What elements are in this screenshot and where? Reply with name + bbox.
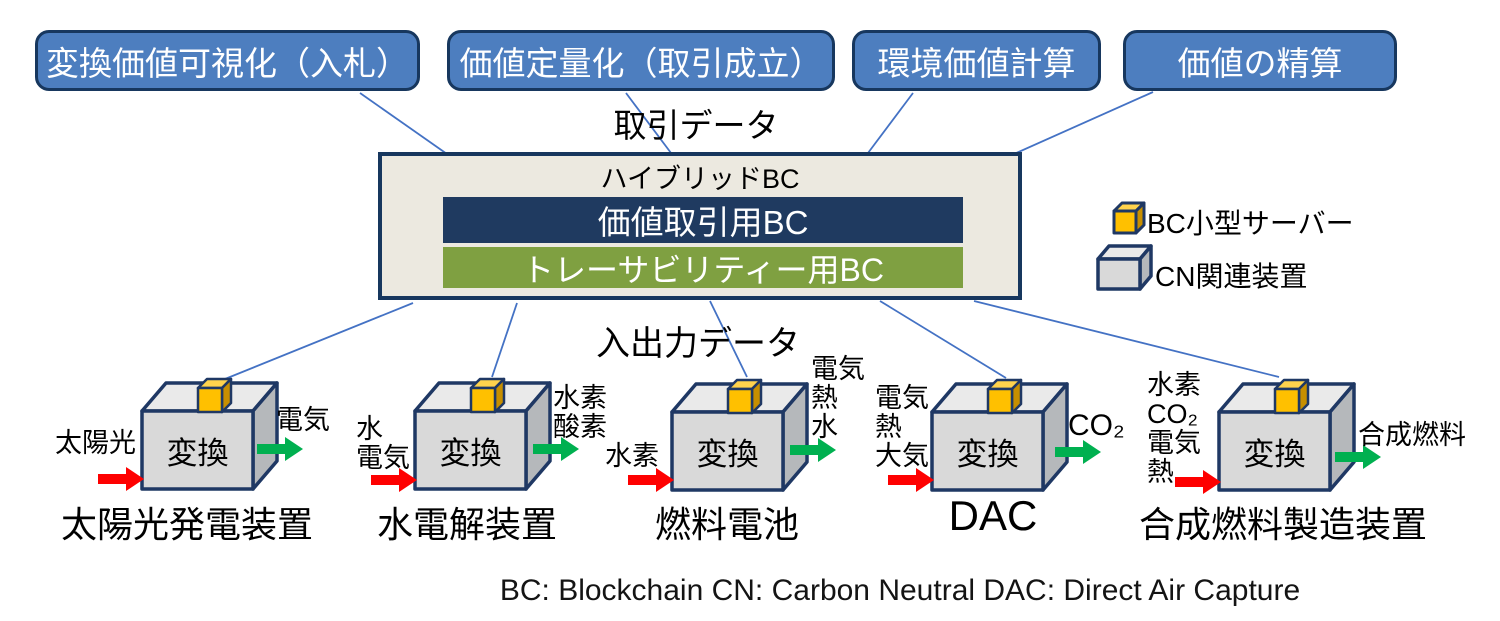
device-output-labels: 電気: [276, 406, 330, 435]
input-label: 電気: [1147, 428, 1201, 458]
device-output-labels: 合成燃料: [1358, 421, 1466, 450]
input-label: 水: [356, 414, 383, 444]
connector-lines-top: [359, 91, 1154, 155]
input-label: CO₂: [1147, 399, 1198, 429]
function-box-settlement: 価値の精算: [1123, 30, 1397, 91]
device-box-synfuel: [1217, 382, 1356, 492]
device-input-labels: 太陽光: [55, 429, 136, 458]
device-box-solar: [140, 381, 279, 491]
function-box-env-value: 環境価値計算: [852, 30, 1101, 91]
device-input-labels: 水 電気: [356, 415, 410, 473]
input-label: 電気: [875, 383, 929, 413]
input-label: 電気: [356, 443, 410, 473]
function-box-label: 価値の精算: [1177, 44, 1343, 82]
bc-server-cube-icon: [196, 377, 233, 414]
function-box-quantification: 価値定量化（取引成立）: [447, 30, 835, 91]
device-input-labels: 水素: [605, 442, 659, 471]
traceability-bc-label: トレーサビリティー用BC: [522, 251, 884, 288]
device-name-electrolysis: 水電解装置: [376, 504, 557, 545]
output-label: 合成燃料: [1358, 420, 1466, 450]
cn-device-box-icon: [1096, 244, 1153, 291]
input-label: 水素: [1147, 370, 1201, 400]
hybrid-bc-title: ハイブリッドBC: [600, 164, 800, 194]
io-data-label: 入出力データ: [596, 325, 800, 363]
connector-lines-bottom: [224, 300, 1280, 380]
output-label: 熱: [811, 383, 838, 413]
bc-server-cube-icon: [1112, 201, 1146, 235]
transaction-data-label: 取引データ: [613, 107, 779, 144]
green-arrow-icon: [533, 437, 579, 461]
device-name-solar: 太陽光発電装置: [60, 504, 313, 545]
red-arrow-icon: [371, 468, 417, 492]
input-label: 熱: [875, 412, 902, 442]
convert-label: 変換: [956, 436, 1019, 472]
green-arrow-icon: [257, 437, 303, 461]
legend-bc-server-label: BC小型サーバー: [1147, 208, 1354, 239]
abbreviation-footnote: BC: Blockchain CN: Carbon Neutral DAC: D…: [499, 574, 1301, 607]
convert-label: 変換: [439, 435, 502, 471]
function-box-label: 価値定量化（取引成立）: [459, 44, 823, 82]
bc-server-cube-icon: [726, 378, 763, 415]
input-label: 熱: [1147, 457, 1174, 487]
output-label: CO₂: [1068, 409, 1125, 442]
device-input-labels: 電気 熱 大気: [875, 384, 929, 471]
value-trading-bc-label: 価値取引用BC: [597, 204, 809, 241]
output-label: 酸素: [553, 412, 607, 442]
convert-label: 変換: [696, 436, 759, 472]
input-label: 太陽光: [55, 428, 136, 458]
legend-cn-device-label: CN関連装置: [1155, 261, 1308, 292]
device-input-labels: 水素 CO₂ 電気 熱: [1147, 371, 1201, 487]
output-label: 水素: [553, 383, 607, 413]
device-name-fuelcell: 燃料電池: [654, 504, 799, 545]
red-arrow-icon: [98, 467, 144, 491]
device-name-synfuel: 合成燃料製造装置: [1138, 504, 1427, 545]
red-arrow-icon: [1175, 470, 1221, 494]
function-box-label: 環境価値計算: [877, 44, 1076, 82]
bc-server-cube-icon: [986, 378, 1023, 415]
device-output-labels: CO₂: [1068, 409, 1125, 442]
bc-server-cube-icon: [469, 377, 506, 414]
input-label: 水素: [605, 441, 659, 471]
device-name-dac: DAC: [948, 492, 1038, 539]
convert-label: 変換: [1243, 436, 1306, 472]
convert-label: 変換: [166, 435, 229, 471]
output-arrows: [257, 437, 1381, 469]
input-label: 大気: [875, 441, 929, 471]
output-label: 電気: [276, 405, 330, 435]
output-label: 電気: [811, 354, 865, 384]
green-arrow-icon: [1335, 445, 1381, 469]
red-arrow-icon: [888, 468, 934, 492]
traceability-bc-bar: トレーサビリティー用BC: [443, 247, 963, 288]
device-box-dac: [930, 382, 1069, 492]
device-output-labels: 電気 熱 水: [811, 355, 865, 442]
green-arrow-icon: [790, 438, 836, 462]
value-trading-bc-bar: 価値取引用BC: [443, 197, 963, 243]
function-box-visualization: 変換価値可視化（入札）: [35, 30, 420, 91]
green-arrow-icon: [1055, 440, 1101, 464]
function-box-label: 変換価値可視化（入札）: [46, 44, 409, 82]
output-label: 水: [811, 412, 838, 442]
red-arrow-icon: [628, 468, 674, 492]
bc-server-cube-icon: [1273, 378, 1310, 415]
input-arrows: [98, 467, 1221, 494]
device-output-labels: 水素 酸素: [553, 384, 607, 442]
